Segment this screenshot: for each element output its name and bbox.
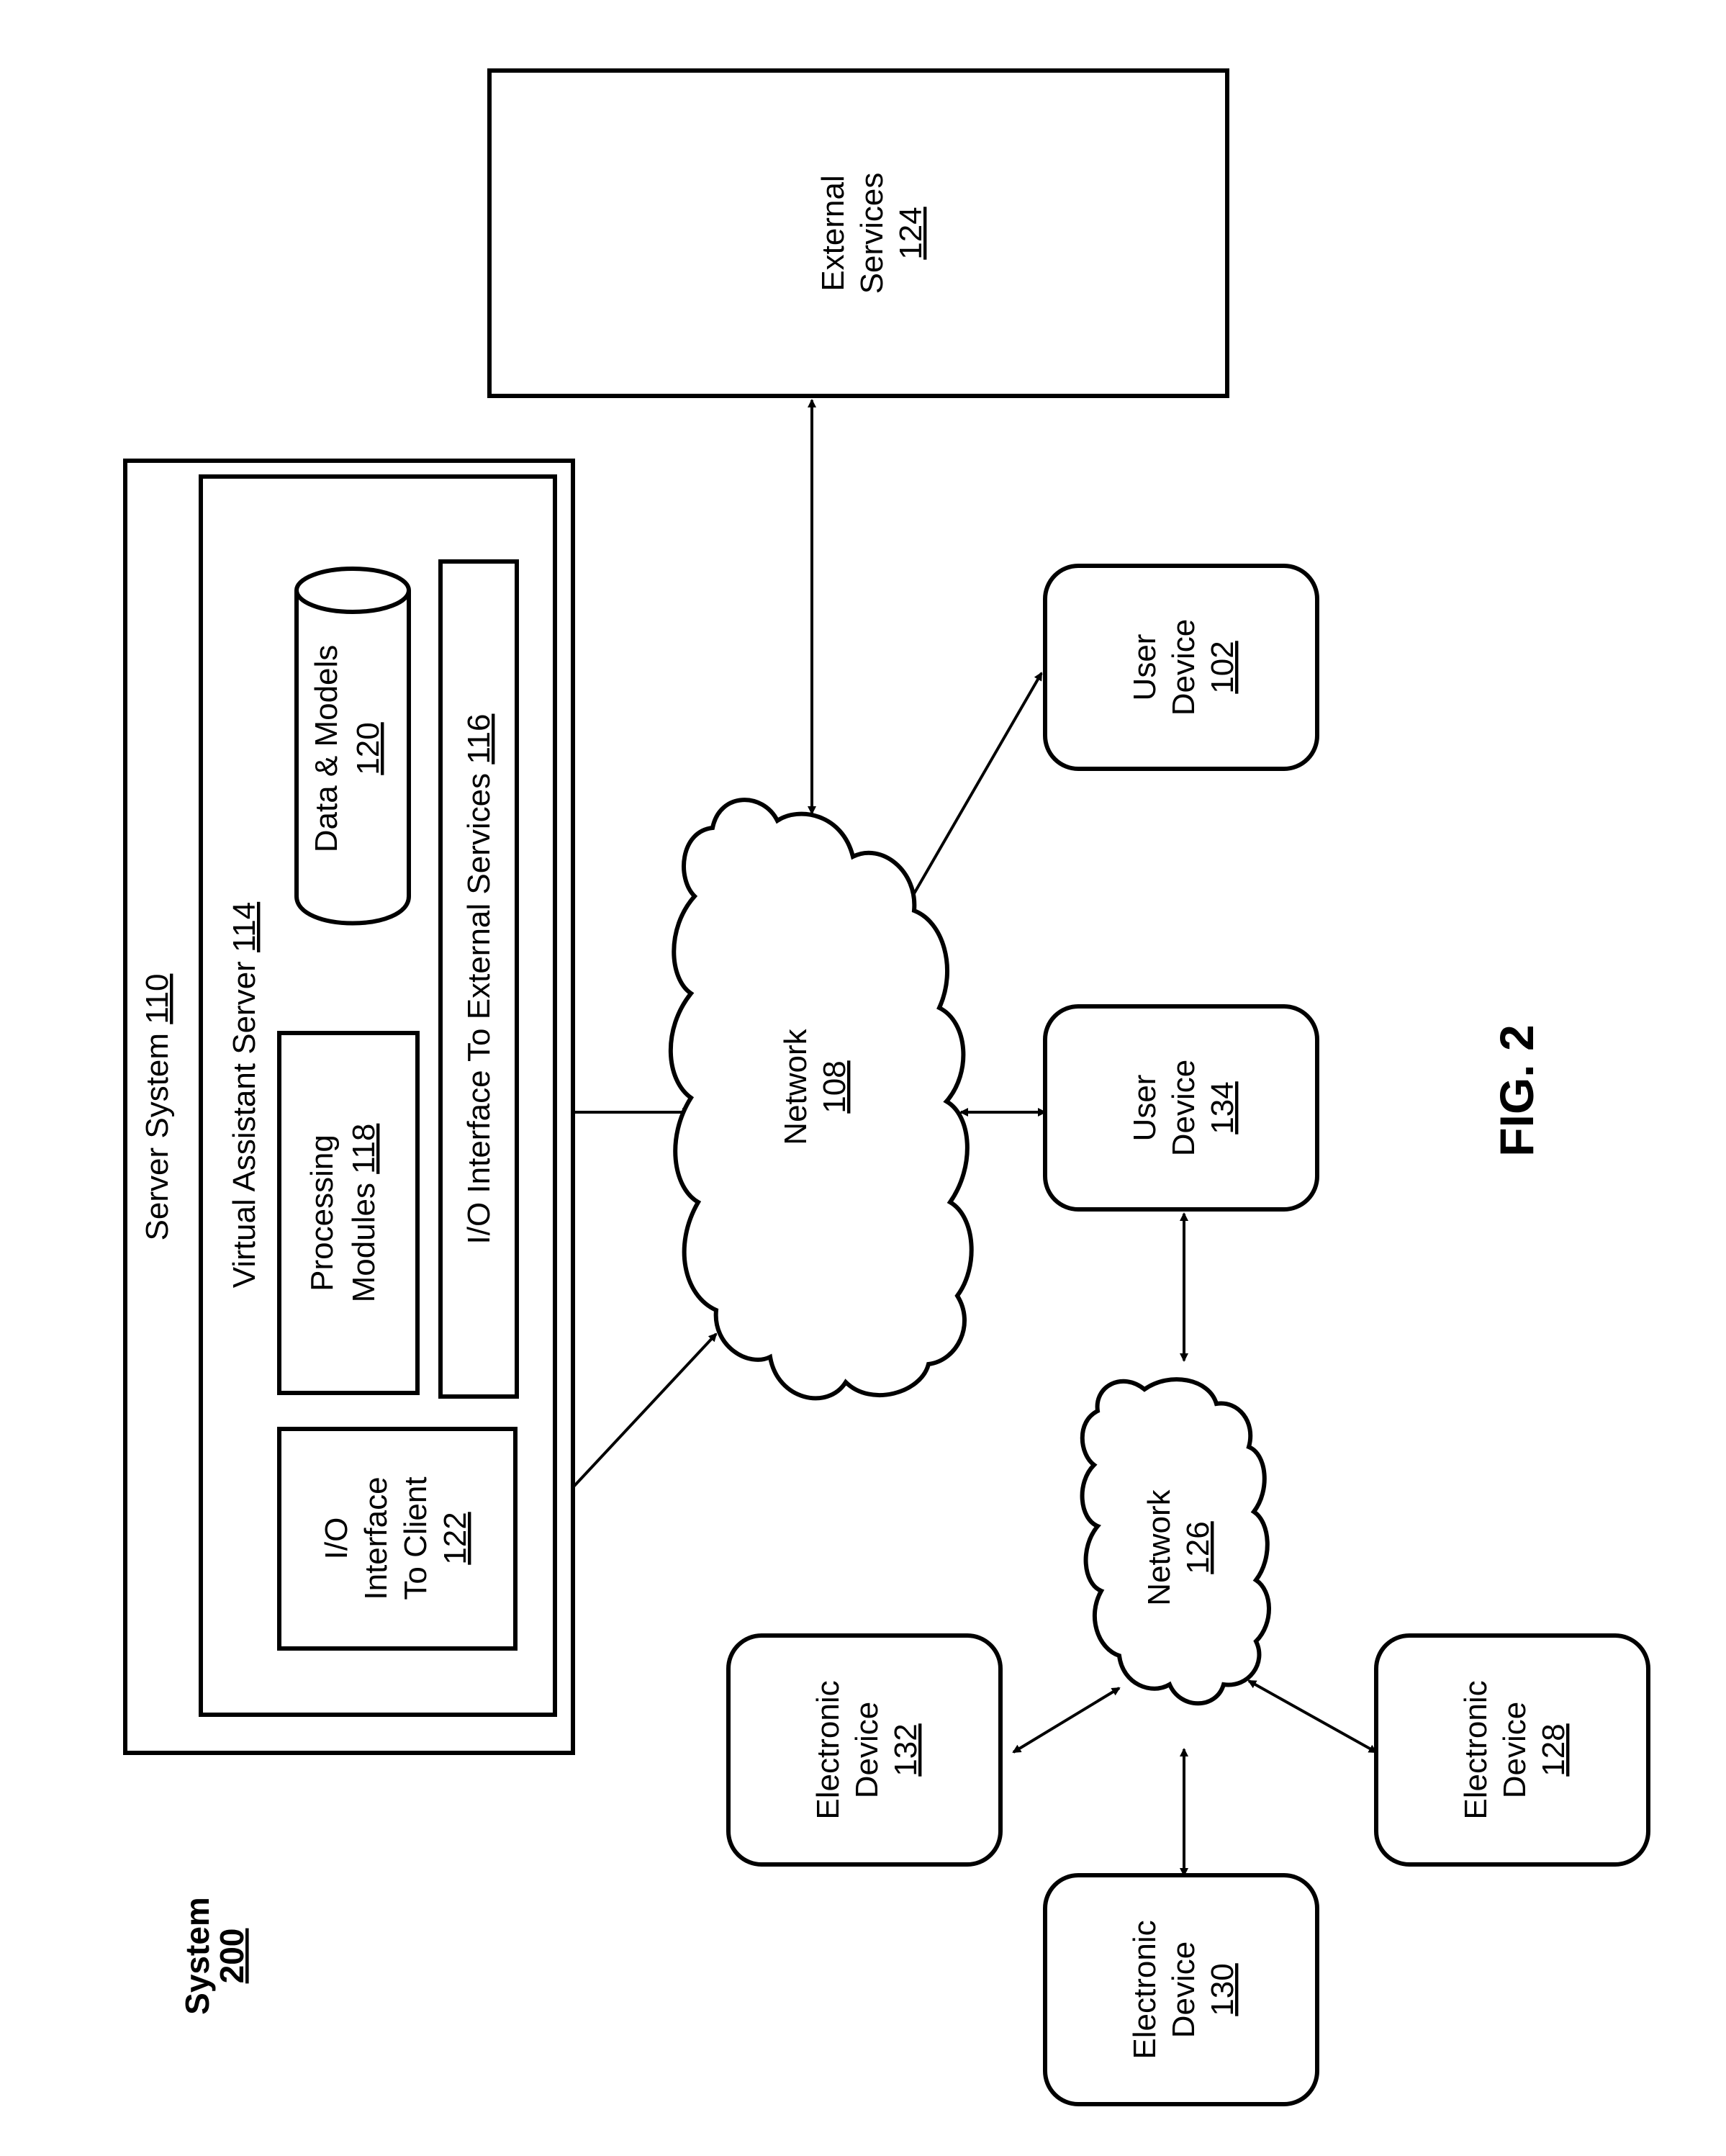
server-system-ref: 110: [140, 974, 175, 1024]
electronic-device-132-ref: 132: [888, 1723, 923, 1776]
electronic-device-132-line2: Device: [849, 1702, 885, 1799]
server-system-label: Server System: [140, 1033, 175, 1241]
svg-text:Virtual Assistant Server 114: Virtual Assistant Server 114: [227, 902, 262, 1288]
virtual-assistant-server-label: Virtual Assistant Server: [227, 961, 262, 1288]
figure-label: FIG. 2: [1490, 1024, 1543, 1156]
network-126-text: Network: [1142, 1489, 1177, 1605]
figure-label-text: FIG. 2: [1490, 1024, 1543, 1156]
io-client-ref: 122: [438, 1512, 473, 1564]
user-device-134-line1: User: [1127, 1075, 1162, 1142]
io-client-line1: I/O: [319, 1517, 354, 1560]
network-108-ref: 108: [817, 1060, 852, 1113]
connector-network126-electronic-device-128: [1249, 1681, 1376, 1752]
network-126-ref: 126: [1180, 1521, 1216, 1574]
user-device-102-line1: User: [1127, 634, 1162, 701]
svg-text:Modules 118: Modules 118: [346, 1124, 381, 1303]
electronic-device-128-ref: 128: [1536, 1723, 1571, 1776]
electronic-device-130-line2: Device: [1166, 1941, 1201, 2039]
processing-modules-line1: Processing: [304, 1135, 340, 1291]
system-ref: 200: [213, 1929, 250, 1984]
processing-modules-ref: 118: [346, 1124, 381, 1174]
io-client-line2: Interface: [358, 1476, 394, 1600]
external-services-line1: External: [815, 175, 851, 291]
user-device-134-ref: 134: [1205, 1081, 1240, 1134]
system-label: System 200: [179, 1897, 250, 2015]
connector-network126-electronic-device-132: [1013, 1688, 1119, 1752]
virtual-assistant-server-title: Virtual Assistant Server 114: [227, 902, 262, 1288]
data-models-ref: 120: [351, 722, 386, 775]
electronic-device-130-ref: 130: [1205, 1963, 1240, 2016]
connector-network108-user-device-102: [905, 673, 1042, 908]
system-label-text: System: [179, 1897, 216, 2015]
io-external-services-label: I/O Interface To External Services: [461, 773, 497, 1245]
svg-text:I/O Interface To External Serv: I/O Interface To External Services 116: [461, 714, 497, 1245]
io-external-services-ref: 116: [461, 714, 497, 764]
user-device-102-line2: Device: [1166, 619, 1201, 716]
svg-text:Server System 110: Server System 110: [140, 974, 175, 1241]
electronic-device-130-line1: Electronic: [1127, 1920, 1162, 2059]
electronic-device-132-line1: Electronic: [810, 1680, 846, 1819]
io-external-services-title: I/O Interface To External Services 116: [461, 714, 497, 1245]
user-device-102-ref: 102: [1205, 641, 1240, 693]
server-system-title: Server System 110: [140, 974, 175, 1241]
electronic-device-128-line1: Electronic: [1458, 1680, 1494, 1819]
processing-modules-line2: Modules: [346, 1183, 381, 1302]
electronic-device-128-line2: Device: [1497, 1702, 1532, 1799]
external-services-line2: Services: [854, 173, 890, 294]
io-client-line3: To Client: [398, 1476, 433, 1600]
network-108-text: Network: [778, 1028, 813, 1145]
io-client-box: [279, 1429, 515, 1648]
data-models-text: Data & Models: [309, 645, 344, 853]
virtual-assistant-server-ref: 114: [227, 902, 262, 952]
user-device-134-line2: Device: [1166, 1060, 1201, 1157]
external-services-ref: 124: [893, 207, 928, 259]
